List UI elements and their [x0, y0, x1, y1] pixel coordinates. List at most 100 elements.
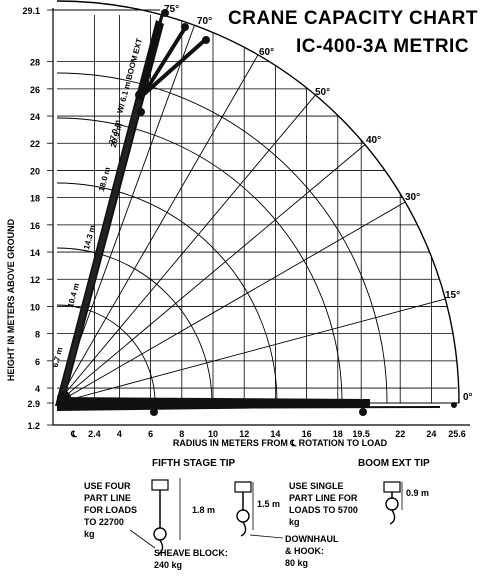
boom-tip-hook: [137, 108, 145, 116]
downhaul-hook-note: & HOOK:: [285, 546, 324, 556]
angle-label: 40°: [366, 135, 381, 146]
four-part-line-note: TO 22700: [84, 517, 124, 527]
boom-ext-hook-block: [385, 497, 399, 511]
y-tick-label: 18: [30, 194, 40, 204]
y-axis-title: HEIGHT IN METERS ABOVE GROUND: [6, 218, 16, 381]
fifth-stage-single-hook-hook: [240, 521, 247, 537]
ext-tip-sheave: [161, 9, 169, 17]
x-tick-label: 18: [333, 429, 343, 439]
y-tick-label: 6: [35, 357, 40, 367]
boom-at-70: [57, 88, 145, 405]
sheave-leader: [129, 529, 156, 549]
angle-label: 70°: [197, 16, 212, 27]
angle-ray: [56, 298, 446, 404]
boom-ext-70: [141, 26, 187, 97]
sheave-block-note: 240 kg: [154, 560, 182, 570]
y-tick-label: 26: [30, 85, 40, 95]
boom-length-label: 10.4 m: [66, 282, 81, 308]
x-tick-label: 6: [148, 429, 153, 439]
fifth-stage-hook-hook: [157, 539, 164, 555]
x-tick-label: 12: [239, 429, 249, 439]
angle-ray: [56, 144, 366, 404]
downhaul-hook-note: DOWNHAUL: [285, 534, 339, 544]
boom-length-arc: [56, 72, 388, 404]
fifth-stage-single-hook-block: [236, 509, 250, 523]
boom-pivot: [57, 391, 71, 405]
four-part-line-note: USE FOUR: [84, 481, 131, 491]
boom-ext-hook-top: [383, 481, 401, 493]
y-tick-label: 10: [30, 302, 40, 312]
angle-ray: [56, 54, 259, 404]
boom-length-arc: [56, 304, 156, 404]
angle-label: 30°: [405, 192, 420, 203]
x-tick-label: 14: [270, 429, 280, 439]
single-part-line-note: kg: [289, 517, 300, 527]
single-part-line-note: USE SINGLE: [289, 481, 344, 491]
x-axis-title: RADIUS IN METERS FROM ℄ ROTATION TO LOAD: [173, 438, 388, 448]
x-tick-label: 19.5: [352, 429, 370, 439]
fifth-stage-single-hook-top: [234, 481, 252, 493]
y-tick-label: 24: [30, 112, 40, 122]
boom-ext-75: [141, 14, 164, 96]
four-part-line-note: FOR LOADS: [84, 505, 137, 515]
boom-length-arc: [56, 117, 343, 404]
x-tick-label: 25.6: [448, 429, 466, 439]
y-tick-label: 2.9: [27, 399, 40, 409]
dimension-0-9m: 0.9 m: [406, 488, 429, 498]
outer-arc: [56, 0, 460, 404]
x-tick-label: 10: [208, 429, 218, 439]
boom-length-arc: [56, 182, 278, 404]
y-tick-label: 20: [30, 166, 40, 176]
y-tick-label: 16: [30, 221, 40, 231]
boom-horizontal-ext: [59, 406, 441, 409]
downhaul-hook-note: 80 kg: [285, 558, 308, 568]
grid-group: [57, 15, 457, 403]
y-tick-label: 12: [30, 275, 40, 285]
boom-tip-sheave: [135, 90, 145, 100]
chart-title: CRANE CAPACITY CHART: [228, 8, 478, 29]
x-tick-label: 22: [395, 429, 405, 439]
y-tick-label: 8: [35, 330, 40, 340]
fifth-stage-tip-label: FIFTH STAGE TIP: [152, 458, 235, 469]
boom-ext-60: [141, 38, 207, 97]
y-tick-label: 1.2: [27, 421, 40, 431]
downhaul-leader: [249, 534, 284, 539]
y-tick-label: 22: [30, 139, 40, 149]
angle-label: 15°: [445, 290, 460, 301]
sheave-block-note: SHEAVE BLOCK:: [154, 548, 228, 558]
dimension-1-5m: 1.5 m: [257, 499, 280, 509]
boom-length-arc: [56, 247, 213, 404]
four-part-line-note: kg: [84, 529, 95, 539]
boom-length-label: 14.3 m: [82, 224, 97, 250]
angle-label: 0°: [463, 392, 473, 403]
x-tick-label: 8: [179, 429, 184, 439]
angle-label: 60°: [259, 47, 274, 58]
x-tick-label: ℄: [70, 429, 77, 439]
angle-ray: [56, 94, 316, 404]
x-tick-label: 16: [302, 429, 312, 439]
single-part-line-note: PART LINE FOR: [289, 493, 358, 503]
horizontal-ext-tip: [451, 402, 457, 408]
single-part-line-note: LOADS TO 5700: [289, 505, 358, 515]
chart-model: IC-400-3A METRIC: [296, 36, 470, 57]
fifth-stage-hook-block: [153, 527, 167, 541]
x-tick-label: 24: [426, 429, 436, 439]
horizontal-hook: [359, 408, 367, 416]
angle-ray: [56, 201, 406, 404]
dimension-1-8m: 1.8 m: [192, 505, 215, 515]
fifth-stage-hook-top: [151, 479, 169, 491]
angle-label: 50°: [315, 87, 330, 98]
y-tick-label: 14: [30, 248, 40, 258]
x-tick-label: 2.4: [88, 429, 101, 439]
ext-tip-sheave: [181, 23, 189, 31]
boom-horizontal: [57, 397, 370, 411]
four-part-line-note: PART LINE: [84, 493, 131, 503]
y-tick-label: 29.1: [22, 6, 40, 16]
boom-ext-tip-label: BOOM EXT TIP: [358, 458, 430, 469]
boom-ext-hook-hook: [389, 509, 396, 525]
ext-tip-sheave: [202, 36, 210, 44]
y-tick-label: 4: [35, 384, 40, 394]
horizontal-hook: [150, 408, 158, 416]
